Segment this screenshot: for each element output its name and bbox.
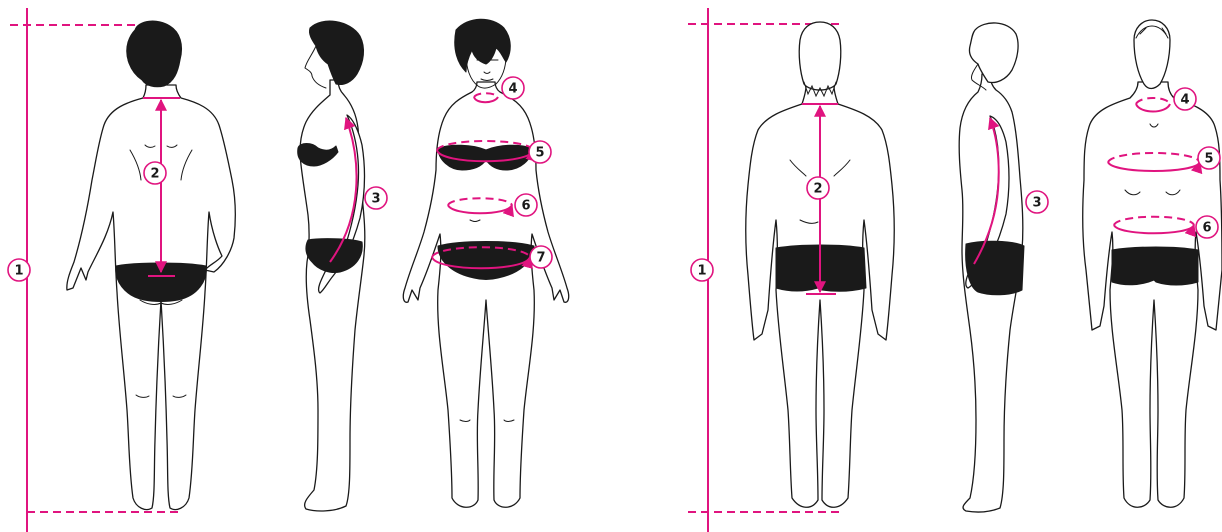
male-badge-4: 4 [1174, 88, 1196, 110]
svg-text:2: 2 [150, 167, 159, 182]
female-badge-7: 7 [530, 246, 552, 268]
female-badge-1: 1 [8, 259, 30, 281]
male-badge-2: 2 [807, 177, 829, 199]
male-figure-front [1083, 20, 1222, 507]
male-badge-5: 5 [1198, 147, 1220, 169]
female-badge-2: 2 [144, 162, 166, 184]
svg-text:3: 3 [1032, 196, 1041, 211]
svg-text:5: 5 [535, 146, 544, 161]
svg-text:4: 4 [1180, 93, 1189, 108]
svg-text:2: 2 [813, 182, 822, 197]
male-badge-6: 6 [1196, 216, 1218, 238]
male-badge-3: 3 [1026, 191, 1048, 213]
svg-text:7: 7 [536, 251, 545, 266]
female-panel: 1 2 3 4 5 6 7 [8, 8, 569, 532]
male-panel: 1 2 3 4 5 6 [688, 8, 1222, 532]
female-badge-6: 6 [515, 194, 537, 216]
svg-text:1: 1 [14, 264, 23, 279]
male-figure-side [959, 23, 1024, 512]
female-badge-5: 5 [529, 141, 551, 163]
svg-text:3: 3 [371, 192, 380, 207]
svg-text:5: 5 [1204, 152, 1213, 167]
male-badge-1: 1 [691, 259, 713, 281]
svg-text:4: 4 [508, 82, 517, 97]
female-badge-4: 4 [502, 77, 524, 99]
female-figure-side [298, 21, 365, 511]
svg-text:6: 6 [1202, 221, 1211, 236]
female-figure-back [67, 21, 235, 509]
female-badge-3: 3 [365, 187, 387, 209]
svg-text:1: 1 [697, 264, 706, 279]
svg-text:6: 6 [521, 199, 530, 214]
